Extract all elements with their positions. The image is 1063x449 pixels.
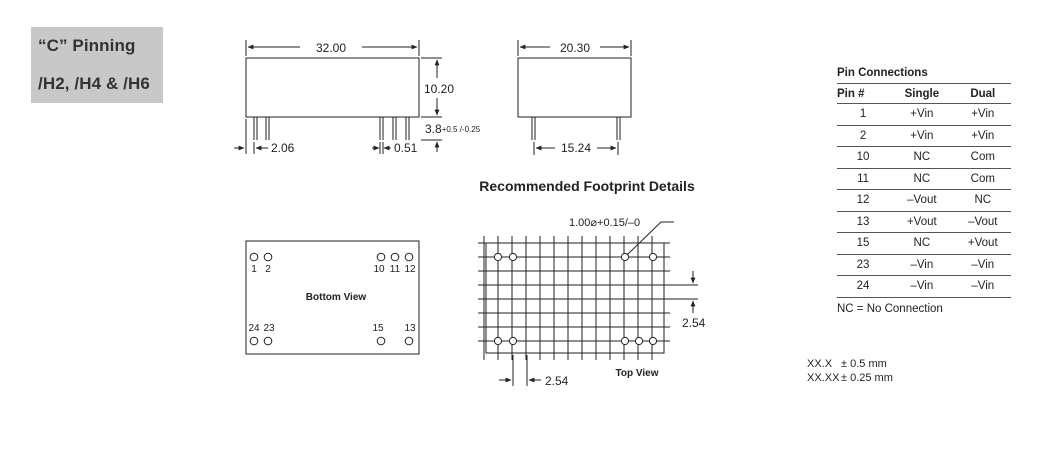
badge-line-2: /H2, /H4 & /H6 xyxy=(38,74,150,93)
cell-single: –Vout xyxy=(889,189,955,212)
end-view-body xyxy=(517,57,632,118)
cell-single: –Vin xyxy=(889,254,955,276)
header-dual: Dual xyxy=(954,84,1011,104)
pitch-y-label: 2.54 xyxy=(682,316,706,330)
row-spacing-label: 15.24 xyxy=(561,141,591,155)
end-view xyxy=(517,40,632,155)
tolerance-row: XX.XX± 0.25 mm xyxy=(807,371,893,385)
tolerance-value: ± 0.25 mm xyxy=(841,372,893,384)
end-width-label: 20.30 xyxy=(560,41,590,55)
bottom-view-label: Bottom View xyxy=(306,292,367,303)
table-row: 2+Vin+Vin xyxy=(837,125,1011,147)
cell-dual: –Vout xyxy=(954,211,1011,233)
cell-pin: 1 xyxy=(837,103,890,126)
cell-dual: NC xyxy=(954,189,1011,212)
cell-single: +Vout xyxy=(889,211,955,233)
pin-label-10: 10 xyxy=(373,264,385,275)
cell-pin: 13 xyxy=(837,211,890,233)
header-single: Single xyxy=(889,84,955,104)
cell-single: +Vin xyxy=(889,125,955,147)
tolerance-notes: XX.X ± 0.5 mm XX.XX± 0.25 mm xyxy=(807,357,893,385)
pin-length-label: 3.8+0.5 /-0.25 xyxy=(425,122,481,136)
top-view-label: Top View xyxy=(616,368,659,379)
bottom-view xyxy=(245,240,420,355)
pinning-badge: “C” Pinning /H2, /H4 & /H6 xyxy=(31,27,163,103)
pitch-x-label: 2.54 xyxy=(545,374,569,388)
side-view xyxy=(234,40,442,154)
tolerance-value: ± 0.5 mm xyxy=(841,358,887,370)
cell-single: NC xyxy=(889,168,955,190)
tolerance-format: XX.X xyxy=(807,358,833,370)
table-row: 1+Vin+Vin xyxy=(837,103,1011,126)
cell-pin: 15 xyxy=(837,232,890,255)
cell-pin: 10 xyxy=(837,146,890,169)
bottom-view-pins xyxy=(249,252,414,346)
header-pin: Pin # xyxy=(837,84,890,104)
nc-note: NC = No Connection xyxy=(837,302,943,315)
pin-label-12: 12 xyxy=(404,264,416,275)
side-view-pins xyxy=(253,117,410,140)
cell-dual: –Vin xyxy=(954,275,1011,298)
cell-dual: Com xyxy=(954,146,1011,169)
pin-label-2: 2 xyxy=(265,264,271,275)
pin-label-23: 23 xyxy=(263,323,275,334)
table-header-row: Pin # Single Dual xyxy=(837,84,1011,104)
pin-offset-label: 2.06 xyxy=(271,141,295,155)
cell-dual: Com xyxy=(954,168,1011,190)
side-height-label: 10.20 xyxy=(424,82,454,96)
hole-size-label: 1.00⌀+0.15/–0 xyxy=(569,217,640,229)
table-row: 13+Vout–Vout xyxy=(837,211,1011,233)
pin-connections-title: Pin Connections xyxy=(837,67,1011,84)
pin-label-11: 11 xyxy=(390,264,401,275)
table-row: 23–Vin–Vin xyxy=(837,254,1011,276)
tolerance-row: XX.X ± 0.5 mm xyxy=(807,357,893,371)
pin-label-24: 24 xyxy=(248,323,260,334)
cell-single: –Vin xyxy=(889,275,955,298)
footprint-grid xyxy=(478,221,698,386)
side-width-label: 32.00 xyxy=(316,41,346,55)
pin-connections-table: Pin Connections Pin # Single Dual 1+Vin+… xyxy=(837,67,1011,315)
footprint-title: Recommended Footprint Details xyxy=(479,178,695,194)
cell-single: NC xyxy=(889,146,955,169)
cell-single: +Vin xyxy=(889,103,955,126)
pin-label-1: 1 xyxy=(251,264,257,275)
cell-pin: 11 xyxy=(837,168,890,190)
tolerance-format: XX.XX xyxy=(807,372,840,384)
side-view-body xyxy=(245,57,420,118)
cell-pin: 24 xyxy=(837,275,890,298)
pin-label-15: 15 xyxy=(372,323,384,334)
cell-dual: +Vout xyxy=(954,232,1011,255)
table-row: 24–Vin–Vin xyxy=(837,275,1011,298)
cell-single: NC xyxy=(889,232,955,255)
badge-line-1: “C” Pinning xyxy=(38,36,136,55)
cell-dual: +Vin xyxy=(954,125,1011,147)
cell-pin: 12 xyxy=(837,189,890,212)
cell-pin: 2 xyxy=(837,125,890,147)
cell-dual: –Vin xyxy=(954,254,1011,276)
cell-pin: 23 xyxy=(837,254,890,276)
pin-label-13: 13 xyxy=(404,323,416,334)
pin-width-label: 0.51 xyxy=(394,141,418,155)
bottom-view-body xyxy=(245,240,420,355)
cell-dual: +Vin xyxy=(954,103,1011,126)
footprint-holes xyxy=(493,252,658,346)
